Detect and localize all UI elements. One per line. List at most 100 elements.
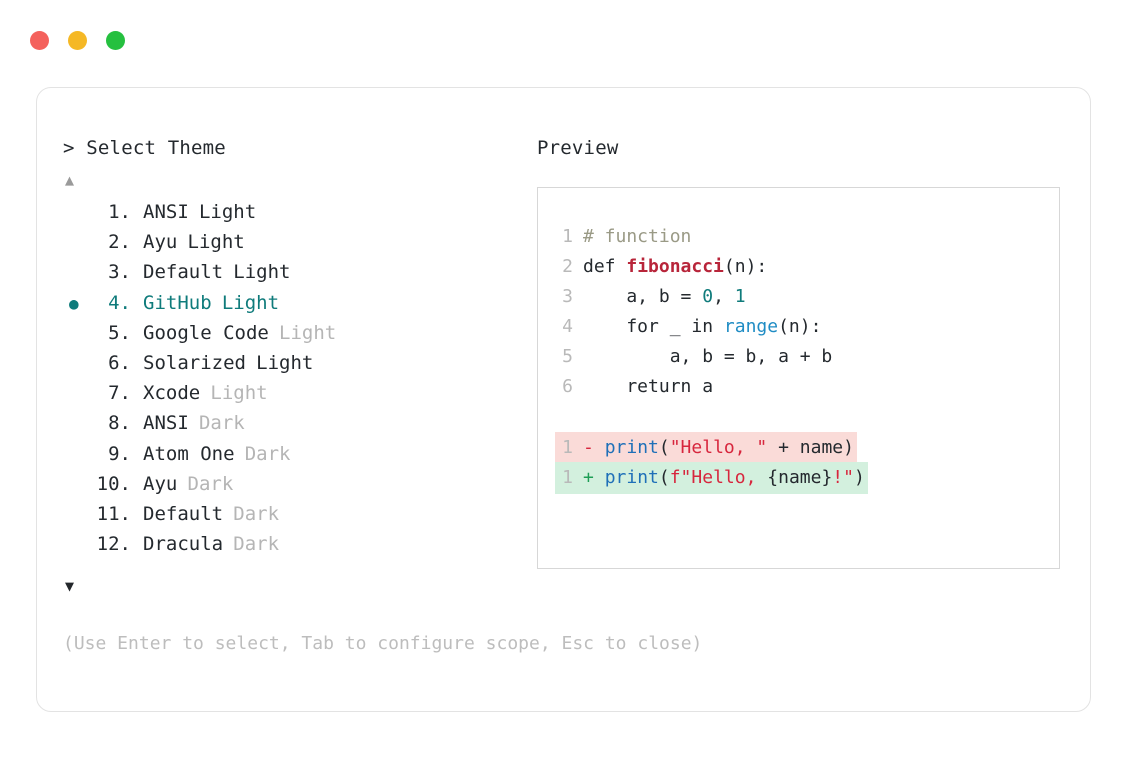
theme-item-index: 9.: [108, 442, 131, 465]
code-token-number: 1: [734, 286, 746, 307]
code-token-plain: {name}: [767, 467, 833, 488]
theme-item-variant: Light: [256, 351, 314, 374]
theme-item-name: Ayu: [143, 231, 178, 254]
code-token-plain: (: [658, 437, 670, 458]
code-line: 2 def fibonacci(n):: [538, 252, 1059, 282]
theme-item-index: 10.: [96, 472, 131, 495]
scroll-down-icon[interactable]: ▼: [65, 577, 75, 596]
code-line: 6 return a: [538, 372, 1059, 402]
preview-heading: Preview: [537, 137, 619, 159]
theme-item-name: ANSI: [143, 412, 189, 435]
code-token-string: f"Hello,: [669, 467, 768, 488]
code-text: a, b = 0, 1: [583, 282, 746, 312]
diff-line-added: 1+ print(f"Hello, {name}!"): [538, 462, 1059, 494]
selector-heading: > Select Theme: [63, 137, 226, 159]
code-token-builtin: range: [723, 316, 779, 337]
theme-item-variant: Light: [279, 321, 337, 344]
theme-item-variant: Dark: [233, 502, 280, 525]
code-token-plain: a, b = b, a + b: [583, 346, 833, 367]
theme-list-item[interactable]: 3. Default Light: [63, 257, 533, 287]
code-text: a, b = b, a + b: [583, 342, 833, 372]
code-text: for _ in range(n):: [583, 312, 821, 342]
theme-item-name: Google Code: [143, 321, 269, 344]
theme-item-name: Xcode: [143, 382, 201, 405]
theme-item-name: Solarized: [143, 351, 246, 374]
close-dot[interactable]: [30, 31, 49, 50]
theme-list-item[interactable]: 10. Ayu Dark: [63, 469, 533, 499]
diff-highlight-row: 1- print("Hello, " + name): [555, 432, 857, 464]
code-token-plain: ): [853, 467, 865, 488]
minimize-dot[interactable]: [68, 31, 87, 50]
theme-item-name: Ayu: [143, 472, 178, 495]
code-token-plain: + name): [767, 437, 854, 458]
code-token-call: print: [604, 437, 659, 458]
theme-item-index: 6.: [108, 351, 131, 374]
line-number: 1: [562, 437, 573, 458]
theme-list-item[interactable]: 1. ANSI Light: [63, 197, 533, 227]
line-number: 2: [562, 256, 573, 277]
window-controls: [30, 31, 125, 50]
keyboard-hint: (Use Enter to select, Tab to configure s…: [63, 633, 703, 654]
theme-item-index: 5.: [108, 321, 131, 344]
theme-item-variant: Light: [198, 201, 257, 223]
diff-block: 1- print("Hello, " + name)1+ print(f"Hel…: [538, 432, 1059, 494]
theme-list-item[interactable]: 11. Default Dark: [63, 499, 533, 529]
code-token-string: "Hello, ": [669, 437, 768, 458]
diff-line-removed: 1- print("Hello, " + name): [538, 432, 1059, 464]
maximize-dot[interactable]: [106, 31, 125, 50]
line-number: 3: [562, 286, 573, 307]
theme-item-name: Default: [143, 261, 224, 284]
line-number: 6: [562, 376, 573, 397]
theme-item-index: 1.: [108, 201, 131, 223]
diff-sign: +: [583, 467, 605, 488]
theme-item-name: GitHub: [143, 291, 212, 314]
code-line: 1# function: [538, 222, 1059, 252]
theme-item-name: Atom One: [143, 442, 235, 465]
theme-item-variant: Light: [221, 291, 280, 314]
diff-sign: -: [583, 437, 605, 458]
code-token-plain: (: [658, 467, 670, 488]
theme-list-item[interactable]: 12. Dracula Dark: [63, 529, 533, 559]
theme-item-index: 3.: [108, 261, 131, 284]
theme-item-name: Default: [143, 502, 224, 525]
code-token-keyword: def: [583, 256, 627, 277]
theme-item-variant: Light: [233, 261, 291, 284]
code-token-call: print: [604, 467, 659, 488]
theme-item-variant: Dark: [198, 412, 245, 435]
theme-item-name: Dracula: [143, 533, 224, 556]
theme-list-item[interactable]: 5. Google Code Light: [63, 318, 533, 348]
theme-item-variant: Dark: [233, 533, 280, 556]
diff-highlight: - print("Hello, " + name): [583, 433, 854, 463]
scroll-up-icon[interactable]: ▲: [65, 171, 75, 189]
theme-item-variant: Light: [210, 382, 268, 405]
code-token-plain: a, b =: [583, 286, 703, 307]
code-token-plain: return a: [583, 376, 714, 397]
code-token-string: !": [832, 467, 854, 488]
theme-item-index: 11.: [96, 502, 131, 525]
theme-list-item[interactable]: 6. Solarized Light: [63, 348, 533, 378]
diff-highlight: + print(f"Hello, {name}!"): [583, 463, 865, 493]
code-token-plain: (n):: [778, 316, 822, 337]
diff-highlight-row: 1+ print(f"Hello, {name}!"): [555, 462, 868, 494]
code-line: 5 a, b = b, a + b: [538, 342, 1059, 372]
code-line: 3 a, b = 0, 1: [538, 282, 1059, 312]
theme-item-name: ANSI: [143, 201, 189, 223]
theme-item-index: 12.: [96, 533, 131, 556]
code-token-plain: (n):: [723, 256, 768, 277]
selected-bullet-icon: ●: [69, 293, 79, 313]
line-number: 4: [562, 316, 573, 337]
line-number: 5: [562, 346, 573, 367]
code-token-func: fibonacci: [626, 256, 724, 277]
theme-item-variant: Dark: [187, 472, 234, 495]
code-token-plain: ,: [713, 286, 735, 307]
code-text: def fibonacci(n):: [583, 252, 767, 282]
